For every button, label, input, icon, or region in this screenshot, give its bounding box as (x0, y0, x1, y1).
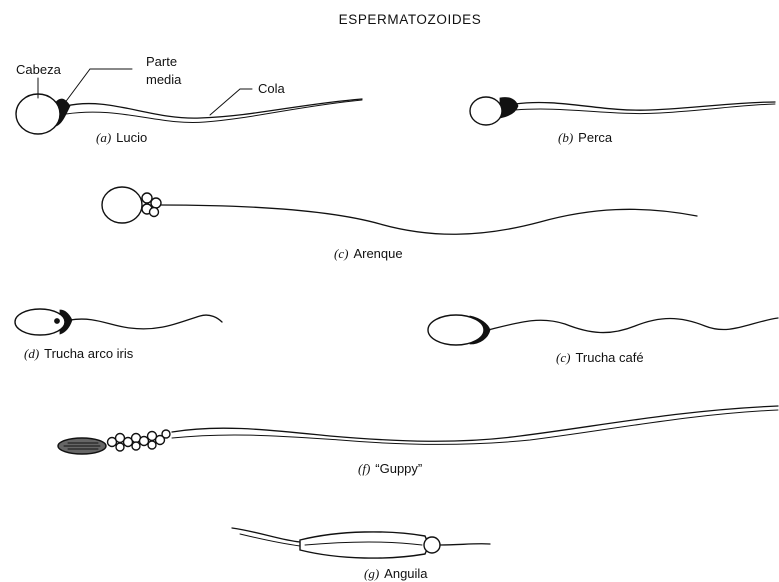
caption-a: (a)Lucio (96, 130, 147, 145)
head-c (102, 187, 142, 223)
specimen-g-anguila: (g)Anguila (232, 528, 490, 581)
pointer-cola (210, 89, 252, 115)
pointer-parte-media (64, 69, 132, 104)
specimen-e-trucha-cafe: (c)Trucha café (428, 315, 778, 365)
caption-e: (c)Trucha café (556, 350, 644, 365)
tail-c (160, 205, 697, 234)
head-d-nucleus (55, 319, 60, 324)
label-parte-media-2: media (146, 72, 182, 87)
midpiece-f-beads (108, 430, 171, 451)
head-b (470, 97, 502, 125)
caption-d: (d)Trucha arco iris (24, 346, 134, 361)
specimen-c-arenque: (c)Arenque (102, 187, 697, 261)
midpiece-g (424, 537, 440, 553)
caption-c: (c)Arenque (334, 246, 403, 261)
tail-d (70, 315, 222, 329)
caption-g: (g)Anguila (364, 566, 428, 581)
tail-e (488, 318, 778, 333)
caption-b: (b)Perca (558, 130, 613, 145)
label-cola: Cola (258, 81, 286, 96)
midpiece-c-bead-2 (151, 198, 161, 208)
midpiece-b (500, 97, 518, 118)
specimen-a-lucio: Cabeza Parte media Cola (a)Lucio (16, 54, 362, 145)
figure-title: ESPERMATOZOIDES (339, 12, 482, 27)
head-a (16, 94, 60, 134)
specimen-b-perca: (b)Perca (470, 97, 775, 145)
label-cabeza: Cabeza (16, 62, 62, 77)
tail-b-outline (515, 104, 775, 114)
tail-g (440, 544, 490, 545)
specimen-f-guppy: (f)“Guppy” (58, 406, 778, 476)
tail-a (66, 99, 362, 118)
tail-f-outline (172, 410, 778, 445)
midpiece-c-bead-1 (142, 193, 152, 203)
head-g-body (300, 532, 427, 558)
label-parte-media-1: Parte (146, 54, 177, 69)
head-e (428, 315, 484, 345)
specimen-d-trucha-arco-iris: (d)Trucha arco iris (15, 309, 222, 361)
midpiece-c-bead-4 (150, 208, 159, 217)
caption-f: (f)“Guppy” (358, 461, 422, 476)
